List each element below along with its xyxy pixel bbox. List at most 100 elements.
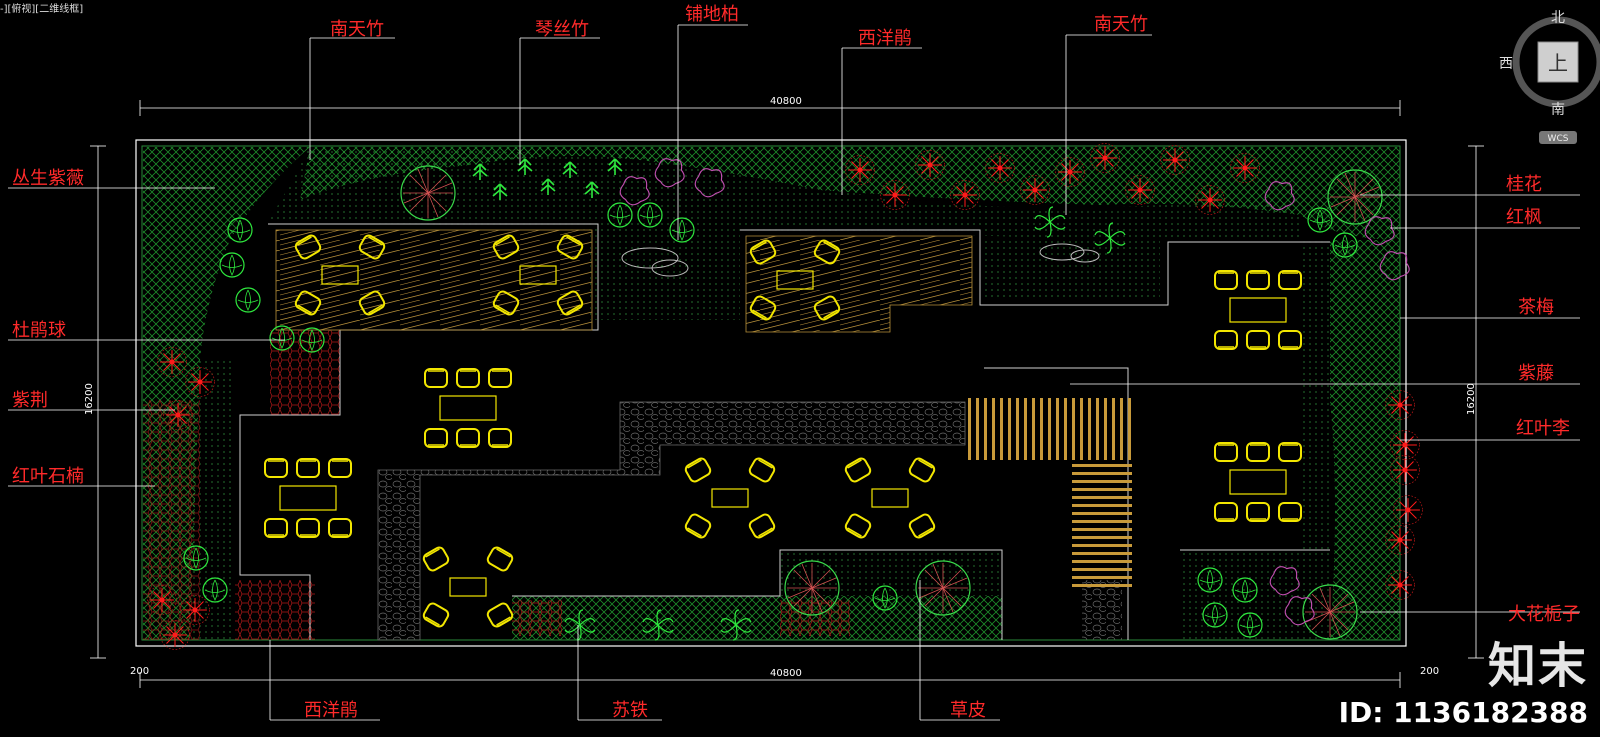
table — [871, 488, 909, 508]
chair — [328, 518, 352, 538]
view-cube[interactable]: 上 北 南 西 WCS — [1499, 10, 1600, 144]
table — [1229, 469, 1287, 495]
table — [519, 265, 557, 285]
chair — [456, 428, 480, 448]
chair — [1246, 502, 1270, 522]
table-set — [424, 368, 512, 448]
table-set — [1214, 270, 1302, 350]
label-pudibai: 铺地柏 — [685, 4, 739, 25]
label-ziteng: 紫藤 — [1518, 363, 1554, 384]
label-nantianzhu-1: 南天竹 — [330, 19, 384, 40]
label-zijing: 紫荆 — [12, 390, 48, 411]
chair — [1278, 330, 1302, 350]
view-cube-south[interactable]: 南 — [1551, 102, 1565, 118]
chair — [484, 544, 516, 574]
plant-labels: 南天竹 琴丝竹 铺地柏 西洋鹃 南天竹 丛生紫薇 杜鹃球 紫荆 红叶石楠 桂花 … — [12, 4, 1580, 721]
wcs-label: WCS — [1548, 134, 1569, 144]
label-nantianzhu-2: 南天竹 — [1094, 14, 1148, 35]
chair — [1214, 270, 1238, 290]
chair — [1278, 502, 1302, 522]
chair — [746, 455, 778, 485]
table-set — [1214, 442, 1302, 522]
dimension-lines — [90, 100, 1484, 688]
chair — [296, 458, 320, 478]
chair — [842, 511, 874, 541]
view-cube-face[interactable] — [1537, 41, 1579, 83]
chair — [420, 600, 452, 630]
table — [1229, 297, 1287, 323]
view-cube-top: 上 — [1548, 51, 1568, 75]
table — [449, 577, 487, 597]
table-set — [682, 455, 778, 541]
green-shrub-icon — [219, 252, 245, 278]
chair — [456, 368, 480, 388]
chair — [1246, 270, 1270, 290]
table — [321, 265, 359, 285]
chair — [842, 455, 874, 485]
chair — [906, 511, 938, 541]
wood-decks — [275, 229, 973, 333]
chair — [264, 458, 288, 478]
green-shrub-icon — [235, 287, 261, 313]
table — [279, 485, 337, 511]
chair — [1214, 330, 1238, 350]
table-set — [842, 455, 938, 541]
label-dahua-zhizi: 大花栀子 — [1508, 604, 1580, 625]
watermark: 知末 ID: 1136182388 — [1339, 626, 1588, 729]
label-caopi: 草皮 — [950, 700, 986, 721]
dimension-height-right: 16200 — [1466, 383, 1477, 415]
table-set — [747, 237, 843, 323]
dimension-width-bottom: 40800 — [770, 668, 802, 679]
view-cube-north[interactable]: 北 — [1551, 10, 1565, 26]
chair — [746, 511, 778, 541]
chair — [682, 455, 714, 485]
canopy-tree-icon — [400, 165, 456, 221]
dimension-width-top: 40800 — [770, 96, 802, 107]
chair — [1278, 442, 1302, 462]
label-guihua: 桂花 — [1506, 174, 1542, 195]
chair — [1278, 270, 1302, 290]
table — [711, 488, 749, 508]
outdoor-table-sets — [264, 232, 1302, 630]
wcs-button[interactable] — [1539, 131, 1577, 144]
chair — [906, 455, 938, 485]
rock-feature — [621, 243, 1100, 277]
chair — [1214, 502, 1238, 522]
watermark-id: ID: 1136182388 — [1338, 696, 1588, 729]
chair — [264, 518, 288, 538]
canopy-tree-icon — [915, 560, 971, 616]
label-congsheng-ziwei: 丛生紫薇 — [12, 168, 84, 189]
chair — [484, 600, 516, 630]
chair — [424, 368, 448, 388]
dimension-edge-right: 200 — [1420, 666, 1439, 677]
canopy-tree-icon — [784, 560, 840, 616]
pergola — [965, 398, 1132, 590]
label-hongfeng: 红枫 — [1506, 207, 1542, 228]
chair — [296, 518, 320, 538]
table — [439, 395, 497, 421]
canopy-tree-icon — [1327, 169, 1383, 225]
watermark-logo: 知末 — [1487, 638, 1588, 694]
dimension-height-left: 16200 — [84, 383, 95, 415]
label-dujuanqiu: 杜鹃球 — [12, 320, 66, 341]
table-set — [292, 232, 388, 318]
planting-beds — [143, 147, 1400, 640]
view-cube-west[interactable]: 西 — [1499, 56, 1513, 72]
leader-lines — [8, 24, 1580, 721]
chair — [488, 428, 512, 448]
chair — [682, 511, 714, 541]
label-sutie: 苏铁 — [612, 700, 648, 721]
table — [776, 270, 814, 290]
viewport-label[interactable]: -][俯视][二维线框] — [0, 4, 84, 15]
chair — [424, 428, 448, 448]
chair — [1246, 442, 1270, 462]
label-chamei: 茶梅 — [1518, 297, 1554, 318]
label-xiyangjuan-top: 西洋鹃 — [858, 28, 912, 49]
table-set — [420, 544, 516, 630]
label-qinsizhu: 琴丝竹 — [535, 19, 589, 40]
label-hongye-shinan: 红叶石楠 — [12, 466, 84, 487]
chair — [328, 458, 352, 478]
label-hongyeli: 红叶李 — [1516, 418, 1570, 439]
chair — [1246, 330, 1270, 350]
